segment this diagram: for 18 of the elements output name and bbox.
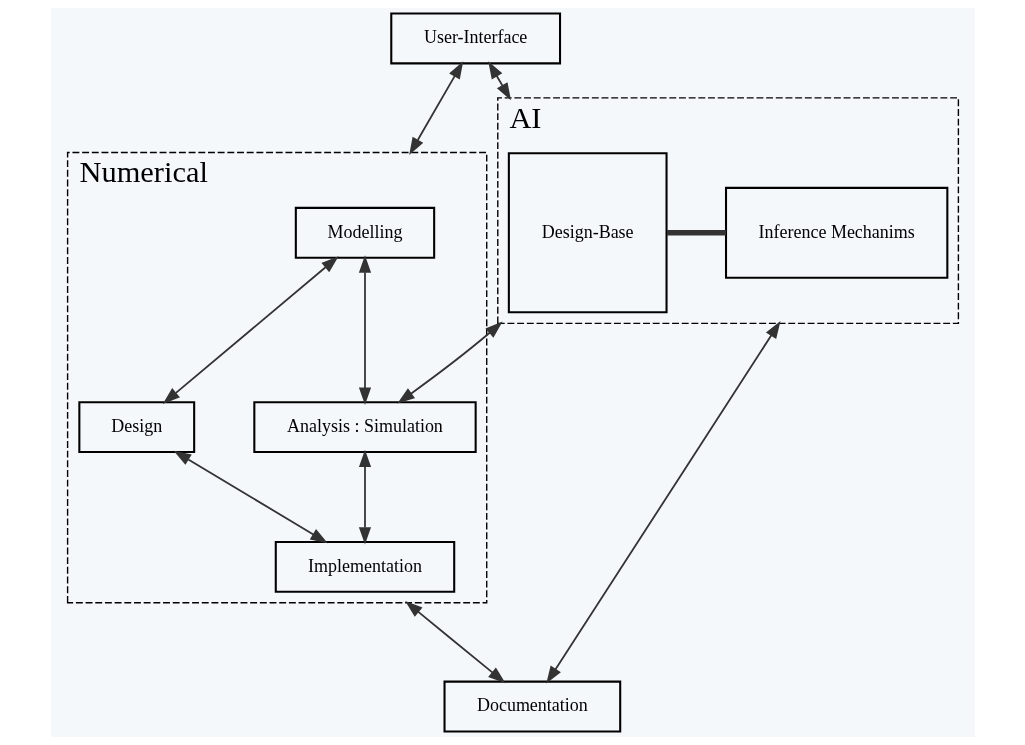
connector (666, 230, 726, 236)
arrow (545, 321, 781, 684)
arrow (408, 61, 463, 155)
node-box: Implementation (274, 540, 455, 593)
node-box: Design-Base (507, 152, 668, 314)
arrow (173, 450, 328, 544)
node-box: Inference Mechanims (724, 186, 948, 279)
arrow (162, 256, 339, 404)
node-box: Modelling (294, 206, 435, 259)
node-box: Design (77, 401, 195, 454)
node-box: Analysis : Simulation (252, 401, 477, 454)
arrow (396, 321, 503, 404)
arrow (358, 255, 371, 405)
arrow (358, 449, 371, 545)
arrow (404, 601, 506, 684)
arrow (487, 61, 511, 101)
node-box: Documentation (443, 680, 621, 733)
node-box: User-Interface (389, 12, 561, 65)
